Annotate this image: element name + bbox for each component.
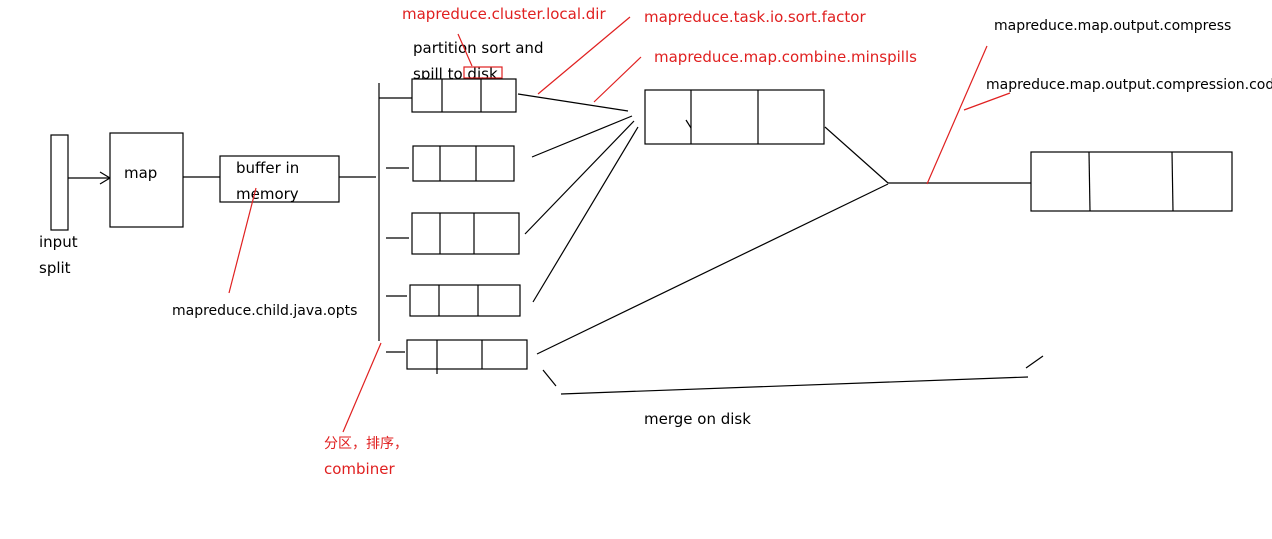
- combiner-label: combiner: [324, 460, 395, 478]
- merge-on-disk-tick-left: [542, 369, 557, 387]
- partition-label-line1: partition sort and: [413, 39, 543, 57]
- final-map-output-file: [1030, 151, 1233, 212]
- merge-line-1: [517, 93, 629, 112]
- output-compress-label: mapreduce.map.output.compress: [994, 18, 1231, 34]
- merge-line-3: [524, 120, 635, 235]
- buffer-label-line1: buffer in: [236, 159, 299, 177]
- disk-highlight-box: [463, 66, 503, 79]
- output-codec-pointer: [963, 92, 1011, 111]
- merged-spill-file: [644, 89, 825, 145]
- output-compress-pointer: [926, 45, 988, 185]
- merge-on-disk-tick-right: [1025, 355, 1044, 369]
- cluster-local-dir-label: mapreduce.cluster.local.dir: [402, 5, 606, 23]
- combine-minspills-pointer: [593, 56, 642, 103]
- input-split-box: [50, 134, 69, 231]
- spill-file-3: [411, 212, 520, 255]
- combine-minspills-label: mapreduce.map.combine.minspills: [654, 48, 917, 66]
- map-box: [109, 132, 184, 228]
- spill-file-5: [406, 339, 528, 374]
- child-java-opts-label: mapreduce.child.java.opts: [172, 303, 357, 319]
- merge-on-disk-label: merge on disk: [644, 410, 751, 428]
- output-codec-label: mapreduce.map.output.compression.codec: [986, 77, 1272, 93]
- input-label-line1: input: [39, 233, 78, 251]
- spill-file-4: [409, 284, 521, 317]
- input-label-line2: split: [39, 259, 71, 277]
- map-label: map: [124, 164, 157, 182]
- merge-on-disk-line: [560, 376, 1029, 395]
- spill-file-2: [412, 145, 515, 182]
- buffer-box: [219, 155, 340, 203]
- merged-to-output-line: [824, 126, 889, 184]
- merge-line-4: [532, 126, 639, 303]
- task-io-sort-factor-pointer: [537, 16, 631, 95]
- partition-cn-label: 分区，排序，: [324, 436, 408, 452]
- spill5-to-output-line: [536, 183, 889, 355]
- spill-file-1: [411, 78, 517, 113]
- merge-line-2: [531, 115, 633, 158]
- partition-cn-pointer: [342, 342, 382, 433]
- task-io-sort-factor-label: mapreduce.task.io.sort.factor: [644, 8, 866, 26]
- buffer-label-line2: memory: [236, 185, 299, 203]
- cluster-local-dir-pointer: [457, 33, 473, 67]
- child-java-opts-pointer: [228, 187, 257, 294]
